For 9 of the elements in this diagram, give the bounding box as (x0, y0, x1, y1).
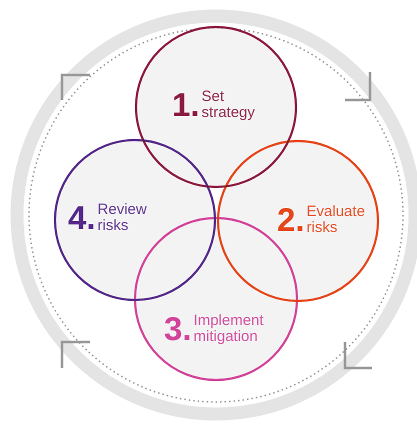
step-label: Set strategy (202, 88, 256, 120)
circle-node (53, 138, 217, 302)
step-label: Review risks (98, 202, 148, 234)
step-label: Implement mitigation (194, 312, 265, 344)
step-number: 3. (164, 312, 192, 345)
step-label: Evaluate risks (306, 204, 366, 236)
step-number: 1. (172, 88, 200, 121)
step-number: 4. (68, 201, 96, 234)
step-number: 2. (277, 203, 305, 236)
